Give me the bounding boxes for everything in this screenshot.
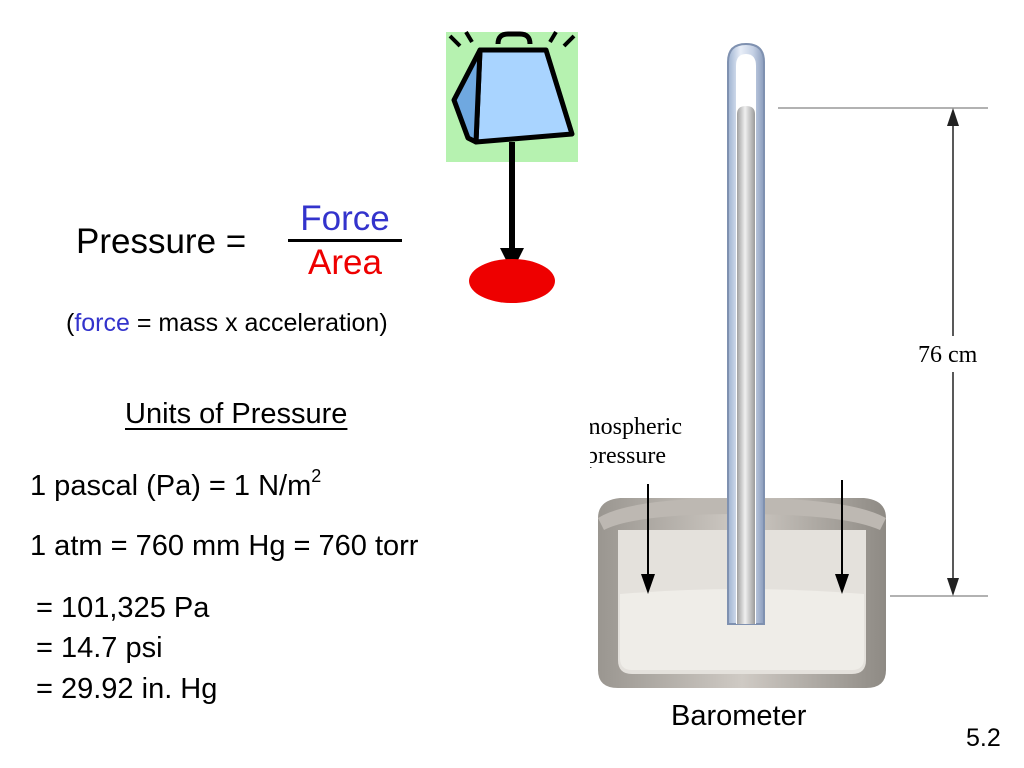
pascal-exponent: 2: [311, 466, 322, 487]
dimension-arrow-up-icon: [947, 108, 959, 126]
pressure-label: Pressure =: [76, 222, 247, 261]
atmospheric-pressure-label-line1: Atmospheric: [590, 414, 682, 440]
dimension-arrow-down-icon: [947, 578, 959, 596]
atmospheric-pressure-label-line2: pressure: [590, 443, 666, 469]
contact-area-icon: [469, 259, 555, 303]
weight-icon: [451, 31, 575, 145]
pressure-arrow-right-icon: [835, 574, 849, 594]
fraction-denominator-area: Area: [308, 243, 382, 282]
force-definition-note: (force = mass x acceleration): [66, 309, 388, 338]
note-definition: = mass x acceleration): [129, 309, 388, 337]
barometer-caption: Barometer: [671, 700, 807, 732]
pascal-definition: 1 pascal (Pa) = 1 N/m2: [30, 467, 321, 503]
fraction-bar: [288, 239, 402, 242]
atm-definition: 1 atm = 760 mm Hg = 760 torr: [30, 530, 419, 562]
weight-illustration: [446, 30, 578, 303]
fraction-numerator-force: Force: [300, 199, 390, 238]
weight-rays: [448, 30, 576, 48]
equivalent-inhg: = 29.92 in. Hg: [36, 673, 218, 705]
pressure-arrow-left-icon: [641, 574, 655, 594]
slide-number: 5.2: [966, 724, 1001, 752]
mercury-column: [737, 106, 755, 624]
mercury-pool: [620, 589, 864, 670]
height-label: 76 cm: [918, 342, 978, 368]
note-force-word: force: [74, 309, 130, 337]
pascal-text: 1 pascal (Pa) = 1 N/m: [30, 470, 312, 502]
note-paren: (: [66, 309, 75, 337]
equivalent-psi: = 14.7 psi: [36, 632, 163, 664]
height-label-background: [910, 336, 994, 372]
pressure-fraction: Force Area: [286, 200, 404, 282]
units-heading: Units of Pressure: [125, 398, 348, 430]
barometer-diagram: 76 cm Atmospheric pressure: [590, 42, 994, 688]
equivalent-pa: = 101,325 Pa: [36, 592, 210, 624]
